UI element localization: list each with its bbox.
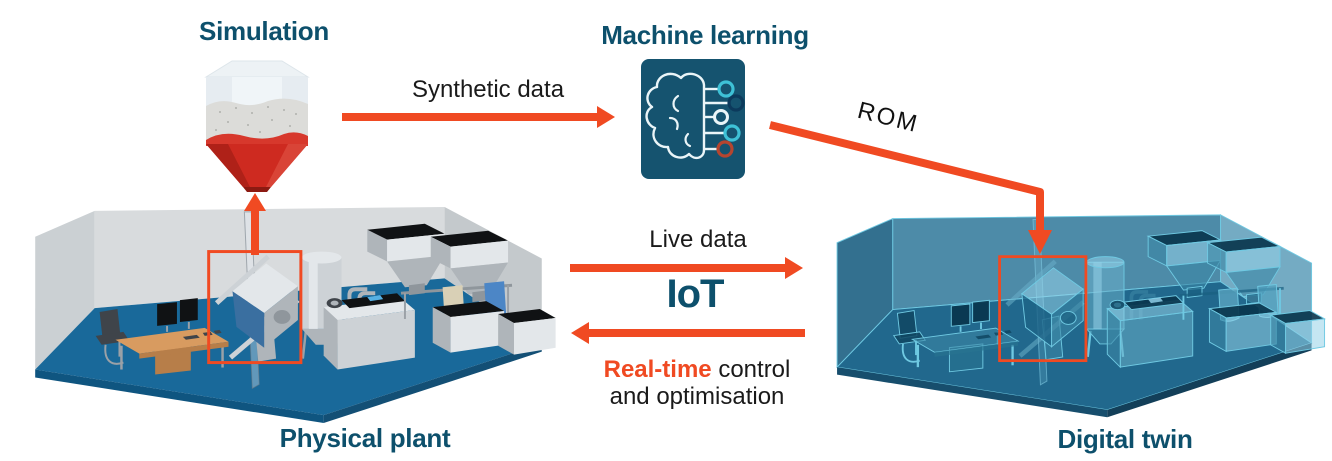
live-data-label: Live data	[649, 226, 747, 253]
node-navy-icon	[727, 94, 745, 112]
iot-label: IoT	[666, 272, 725, 316]
optimisation-text: and optimisation	[609, 383, 785, 410]
digital-twin-heading: Digital twin	[1057, 424, 1193, 454]
simulation-heading: Simulation	[199, 16, 329, 46]
live-data-arrow-icon	[570, 264, 786, 272]
node-cyan2-icon	[723, 124, 741, 142]
plant-to-simulation-arrow-icon	[251, 210, 259, 255]
realtime-control-arrow-icon	[588, 329, 805, 337]
physical-plant-render	[35, 206, 556, 424]
physical-plant-heading: Physical plant	[279, 423, 451, 453]
realtime-highlight-text: Real-time	[603, 356, 712, 383]
node-cyan-icon	[717, 80, 735, 98]
realtime-control-label: Real-time control and optimisation	[567, 356, 827, 410]
simulation-hopper-icon	[204, 60, 310, 192]
machine-learning-brain-icon	[641, 59, 745, 179]
synthetic-data-label: Synthetic data	[411, 76, 565, 103]
node-red-icon	[716, 140, 734, 158]
control-text: control	[718, 356, 791, 383]
machine-learning-heading: Machine learning	[601, 20, 809, 50]
rom-arrow-icon	[769, 121, 1052, 254]
node-white-icon	[713, 109, 729, 125]
synthetic-data-arrow-icon	[342, 113, 598, 121]
